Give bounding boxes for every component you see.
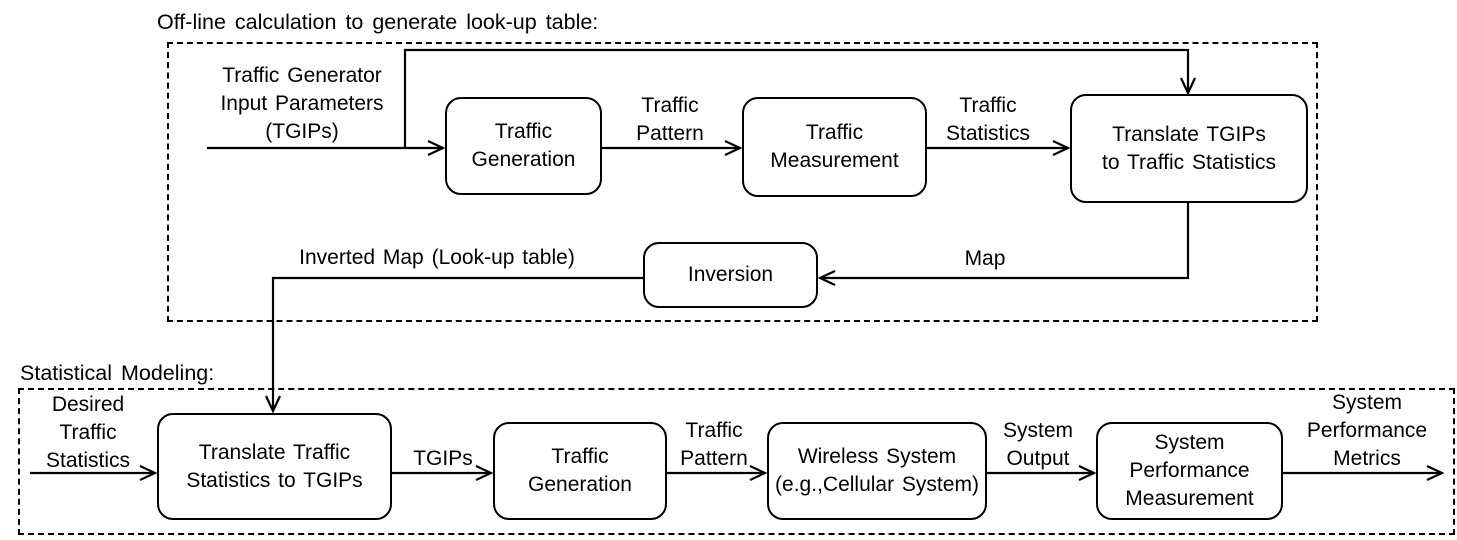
edge-map: [820, 203, 1190, 278]
label-traffic-statistics: Traffic Statistics: [945, 94, 1031, 145]
statistical-modeling-section-title: Statistical Modeling:: [20, 361, 215, 385]
node-traffic-generation-offline: Traffic Generation: [445, 97, 602, 195]
edge-tgips-feedback: [403, 48, 1188, 148]
node-traffic-generation-modeling: Traffic Generation: [493, 422, 667, 520]
node-wireless-system: Wireless System (e.g.,Cellular System): [767, 422, 987, 520]
label-system-performance-metrics: System Performance Metrics: [1306, 391, 1428, 470]
node-system-performance-measurement: System Performance Measurement: [1096, 422, 1283, 520]
node-translate-tgips-to-traffic-statistics: Translate TGIPs to Traffic Statistics: [1070, 94, 1308, 203]
node-inversion: Inversion: [643, 242, 818, 308]
label-traffic-pattern-offline: Traffic Pattern: [636, 94, 704, 145]
node-translate-traffic-statistics-to-tgips: Translate Traffic Statistics to TGIPs: [157, 413, 392, 520]
label-traffic-pattern-modeling: Traffic Pattern: [680, 419, 748, 470]
offline-section-title: Off-line calculation to generate look-up…: [157, 10, 599, 34]
label-tgips: TGIPs: [413, 447, 473, 470]
offline-section-border: [167, 42, 1318, 322]
label-map: Map: [964, 247, 1006, 270]
label-tgips-input: Traffic Generator Input Parameters (TGIP…: [220, 64, 384, 143]
node-traffic-measurement: Traffic Measurement: [742, 97, 927, 197]
label-inverted-map: Inverted Map (Look-up table): [299, 246, 575, 269]
statistical-modeling-section-border: [18, 388, 1455, 535]
edge-inverted-map: [273, 276, 643, 411]
label-system-output: System Output: [1002, 419, 1073, 470]
label-desired-traffic-statistics: Desired Traffic Statistics: [45, 393, 131, 472]
